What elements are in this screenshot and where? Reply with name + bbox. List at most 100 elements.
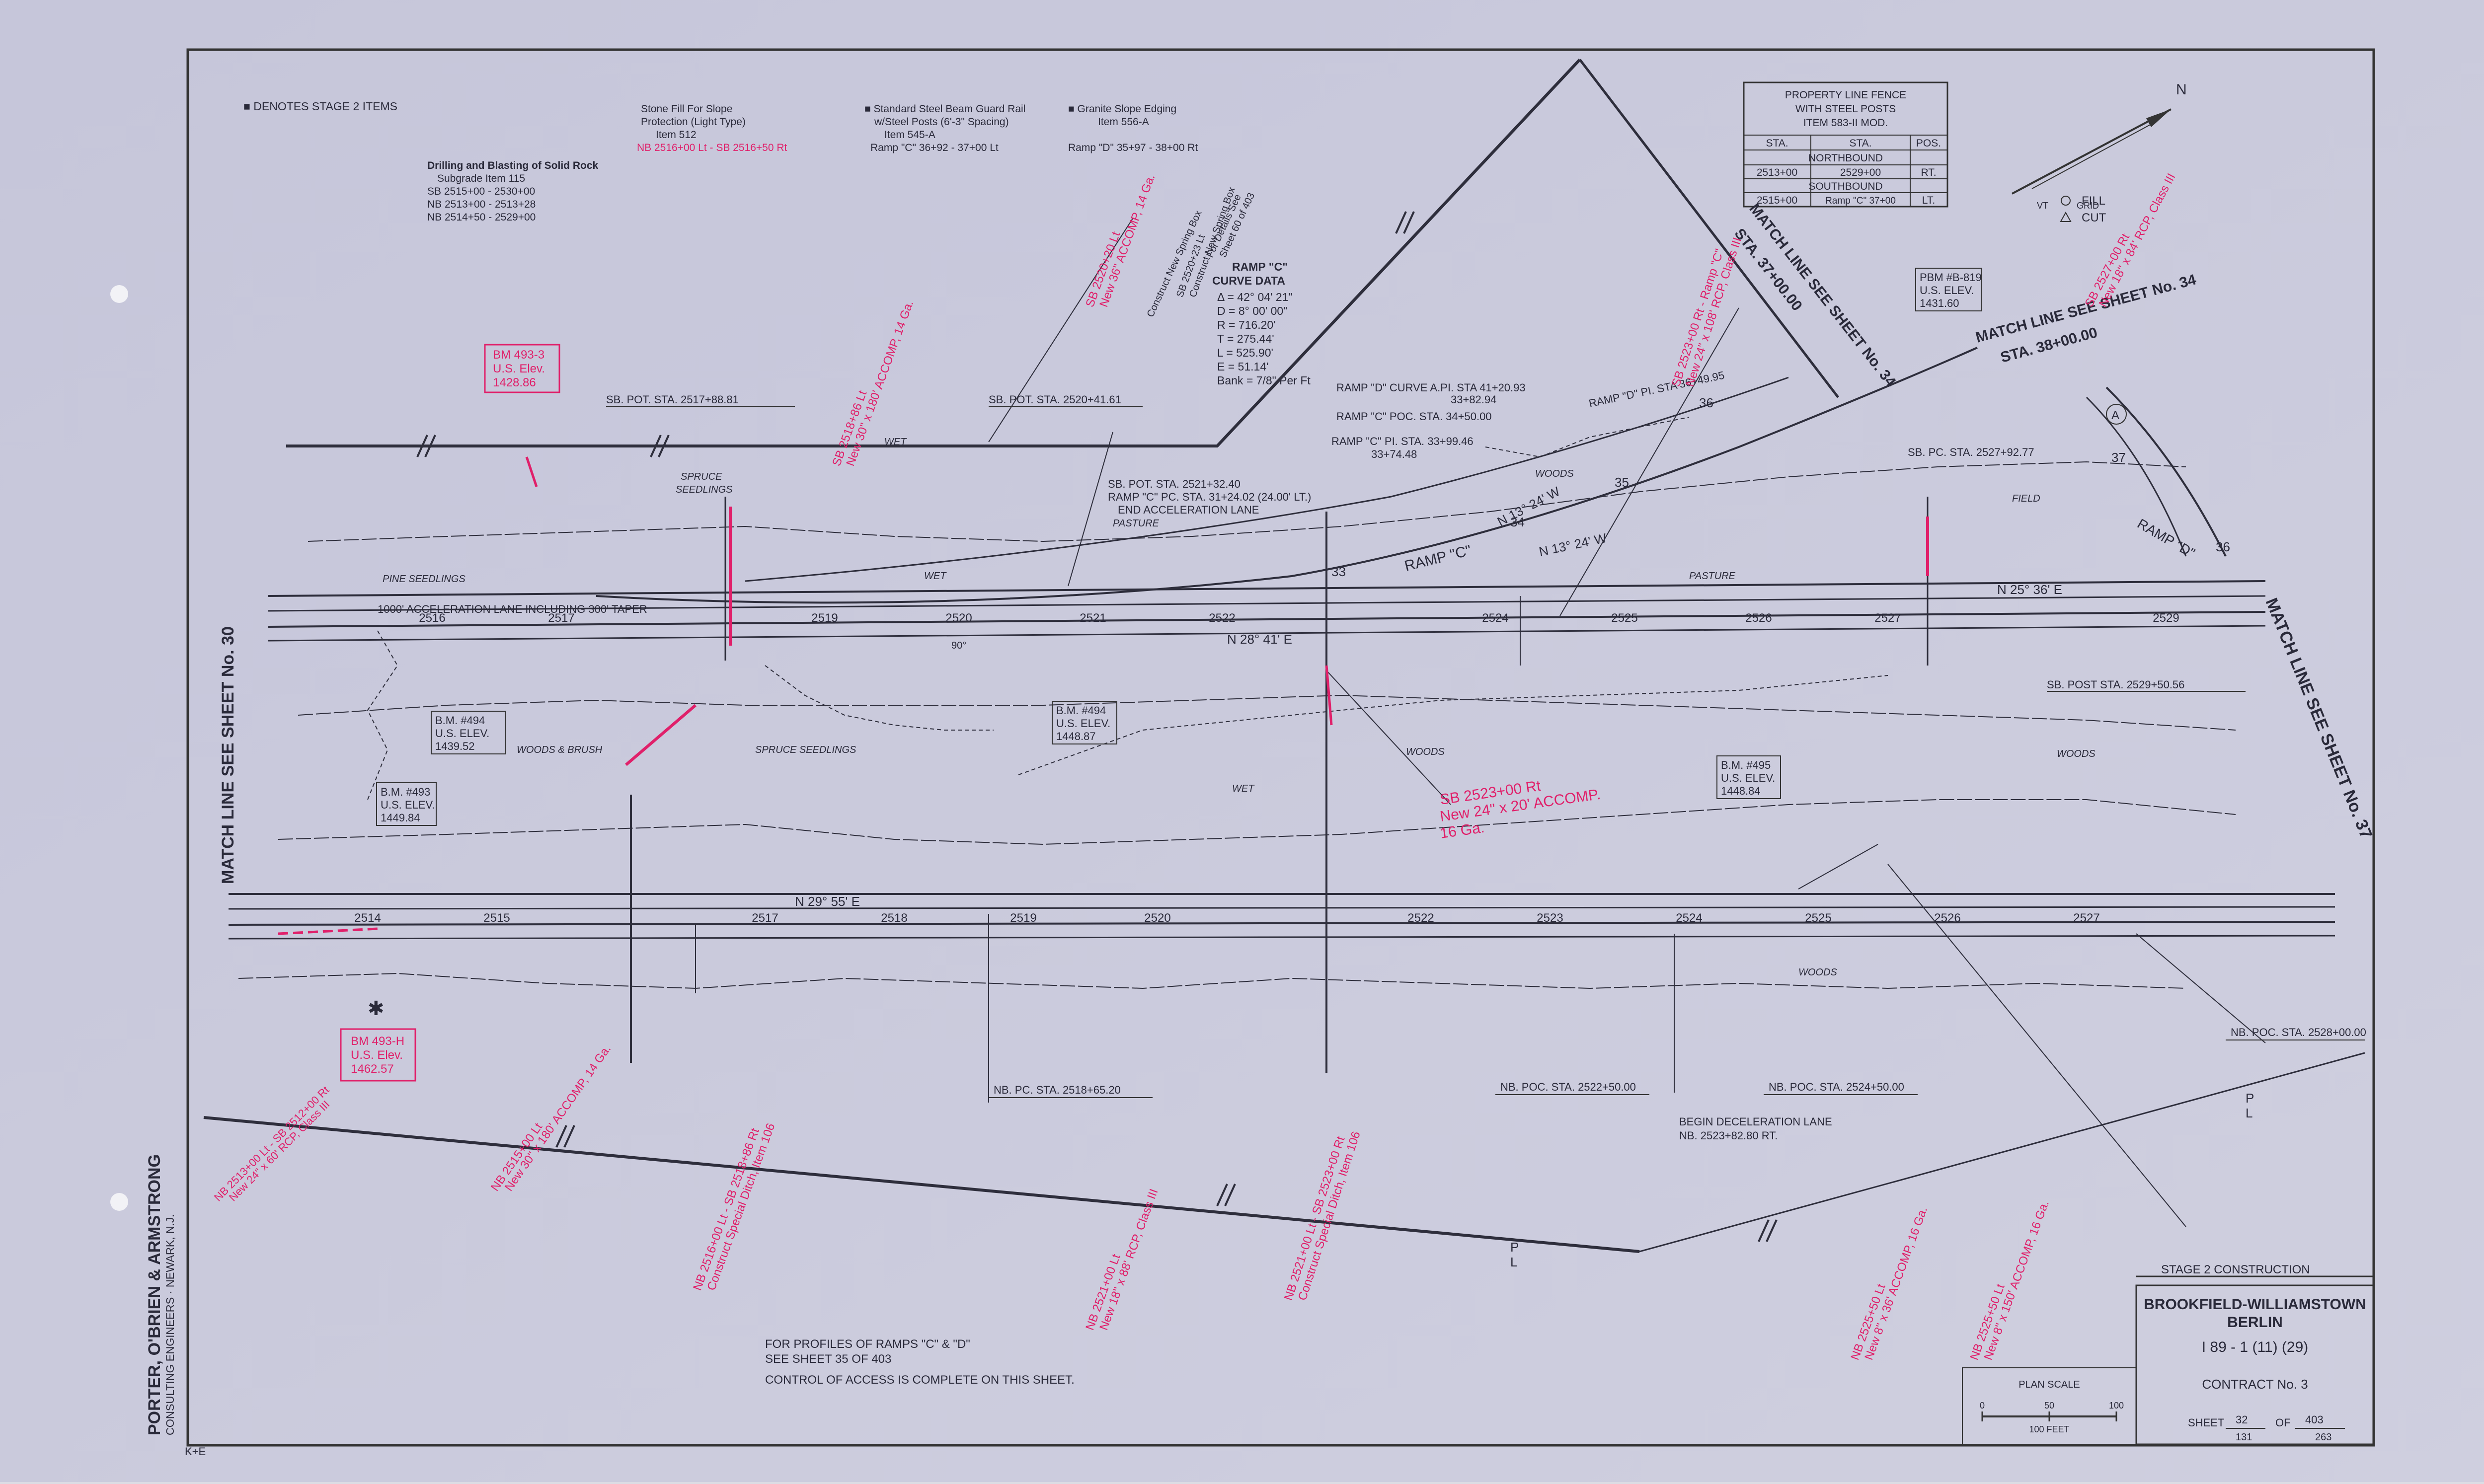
- red-bm-493-3-label: U.S. Elev.: [493, 362, 545, 375]
- sb-station-2525: 2525: [1611, 611, 1637, 625]
- drilling-note: Drilling and Blasting of Solid Rock: [427, 160, 599, 171]
- scale-100: 100: [2109, 1401, 2124, 1410]
- scale-0: 0: [1980, 1401, 1985, 1410]
- ditch-line-7: [2136, 933, 2266, 1043]
- arrow-head-icon: [2146, 109, 2171, 127]
- bm-494-elev: 1448.87: [1056, 730, 1096, 742]
- stone-fill-note: Stone Fill For Slope: [641, 103, 732, 115]
- bm-494-west: B.M. #494: [435, 714, 485, 727]
- ramp-d-edge: [2086, 396, 2187, 557]
- nb-station-2526: 2526: [1934, 911, 1960, 925]
- ditch-line-4: [1559, 307, 1739, 616]
- veg-woods-3: WOODS: [2057, 748, 2096, 759]
- notes-block: ■ DENOTES STAGE 2 ITEMS Stone Fill For S…: [243, 100, 1198, 223]
- sheet-of: OF: [2275, 1416, 2291, 1429]
- vegetation-labels: SPRUCE SEEDLINGS PINE SEEDLINGS WET WET …: [383, 437, 2096, 978]
- nb-station-2522: 2522: [1407, 911, 1434, 925]
- veg-wet-2: WET: [924, 571, 947, 582]
- survey-star-icon: ✱: [368, 998, 385, 1020]
- nb-station-2524: 2524: [1676, 911, 1702, 925]
- fence-header-sta1: STA.: [1766, 138, 1788, 149]
- title-frame: [2135, 1284, 2375, 1445]
- ditch-line-1: [988, 218, 1133, 443]
- drawing-border: [186, 48, 2375, 1447]
- fence-southbound: SOUTHBOUND: [1808, 181, 1882, 192]
- fence-nb-pos: RT.: [1921, 167, 1936, 178]
- drilling-nb2: NB 2514+50 - 2529+00: [427, 212, 536, 223]
- pbm-b819-elev: 1431.60: [1920, 297, 1959, 309]
- nb-poc-2528: NB. POC. STA. 2528+00.00: [2231, 1026, 2366, 1039]
- guard-rail-range: Ramp "C" 36+92 - 37+00 Lt: [870, 142, 999, 153]
- ramp-c-curve-data: RAMP "C" CURVE DATA Δ = 42° 04' 21" D = …: [1212, 260, 1311, 387]
- wooded-edge-2: [1018, 675, 1888, 775]
- veg-woods-4: WOODS: [1798, 967, 1837, 978]
- bearing-ne: N 25° 36' E: [1997, 582, 2062, 597]
- nb-station-2519: 2519: [1010, 911, 1036, 925]
- red-bm-493-3: BM 493-3: [493, 348, 544, 362]
- pl-label-p2: P: [1510, 1240, 1519, 1255]
- fence-header-pos: POS.: [1916, 138, 1941, 149]
- pbm-b819: PBM #B-819: [1920, 271, 1982, 284]
- cut-symbol-icon: [2060, 211, 2072, 222]
- point-a-marker: [2106, 404, 2127, 425]
- benchmarks: PBM #B-819 U.S. ELEV. 1431.60 B.M. #494 …: [340, 268, 1982, 1082]
- fill-symbol-icon: [2061, 196, 2071, 206]
- veg-wet-3: WET: [1232, 783, 1255, 794]
- profiles-sheet: SEE SHEET 35 OF 403: [765, 1352, 891, 1366]
- scale-feet: 100 FEET: [2029, 1424, 2069, 1434]
- guard-rail-note-3: Item 545-A: [884, 129, 935, 141]
- ramp-sta-37: 37: [2111, 450, 2126, 465]
- sheet-number: 32: [2236, 1413, 2248, 1426]
- curve-title: RAMP "C": [1232, 260, 1288, 273]
- nb-poc-2522: NB. POC. STA. 2522+50.00: [1500, 1081, 1636, 1093]
- bearing-main: N 28° 41' E: [1227, 632, 1292, 647]
- veg-pasture-2: PASTURE: [1689, 571, 1736, 582]
- plan-scale-label: PLAN SCALE: [2018, 1379, 2080, 1390]
- binder-hole-top: [110, 285, 128, 303]
- slope-line-sb-top: [308, 461, 2186, 542]
- bm-495: B.M. #495: [1721, 759, 1771, 771]
- sheet-total: 403: [2305, 1413, 2324, 1426]
- nb-poc-2524: NB. POC. STA. 2524+50.00: [1769, 1081, 1904, 1093]
- match-line-left: MATCH LINE SEE SHEET No. 30: [219, 626, 237, 884]
- accel-lane-label: 1000' ACCELERATION LANE INCLUDING 300' T…: [378, 603, 647, 615]
- ramp-d-alignment: [2105, 386, 2227, 557]
- sb-station-2516: 2516: [419, 611, 445, 625]
- sb-station-2519: 2519: [811, 611, 838, 625]
- sheet-alt-total: 263: [2315, 1432, 2331, 1443]
- firm-credit: PORTER, O'BRIEN & ARMSTRONG CONSULTING E…: [145, 1154, 206, 1458]
- nb-station-2518: 2518: [881, 911, 907, 925]
- begin-decel-lane: BEGIN DECELERATION LANE: [1679, 1115, 1832, 1128]
- veg-woods-1: WOODS: [1535, 468, 1574, 479]
- bearing-nb: N 29° 55' E: [795, 894, 860, 909]
- bottom-notes: FOR PROFILES OF RAMPS "C" & "D" SEE SHEE…: [765, 1337, 1075, 1387]
- bm-495-label: U.S. ELEV.: [1721, 772, 1775, 784]
- row-line-diagonal: [1579, 59, 1839, 398]
- bm-494-label: U.S. ELEV.: [1056, 717, 1110, 730]
- slope-line-nb-bottom: [238, 972, 2186, 989]
- wooded-edge-3: [1485, 417, 1690, 458]
- fence-table: PROPERTY LINE FENCE WITH STEEL POSTS ITE…: [1743, 81, 1948, 208]
- project-town: BERLIN: [2227, 1314, 2283, 1331]
- curve-d: D = 8° 00' 00": [1217, 304, 1287, 317]
- profiles-note: FOR PROFILES OF RAMPS "C" & "D": [765, 1337, 970, 1351]
- pbm-b819-label: U.S. ELEV.: [1920, 284, 1974, 297]
- ditch-line-3: [1326, 670, 1451, 805]
- sb-station-2529: 2529: [2153, 611, 2179, 625]
- ramp-c-edge: [745, 376, 1789, 582]
- sb-centerline: [268, 595, 2266, 612]
- sheet-label: SHEET: [2188, 1416, 2224, 1429]
- manufacturer-mark: K+E: [185, 1445, 206, 1458]
- point-a-label: A: [2111, 409, 2119, 422]
- sb-lane-edge-3: [268, 625, 2266, 642]
- nb-station-2515: 2515: [483, 911, 510, 925]
- red-drain-4: [278, 927, 378, 935]
- curve-t: T = 275.44': [1217, 332, 1274, 345]
- sheet-alt-number: 131: [2236, 1432, 2252, 1443]
- nb-station-2525: 2525: [1805, 911, 1831, 925]
